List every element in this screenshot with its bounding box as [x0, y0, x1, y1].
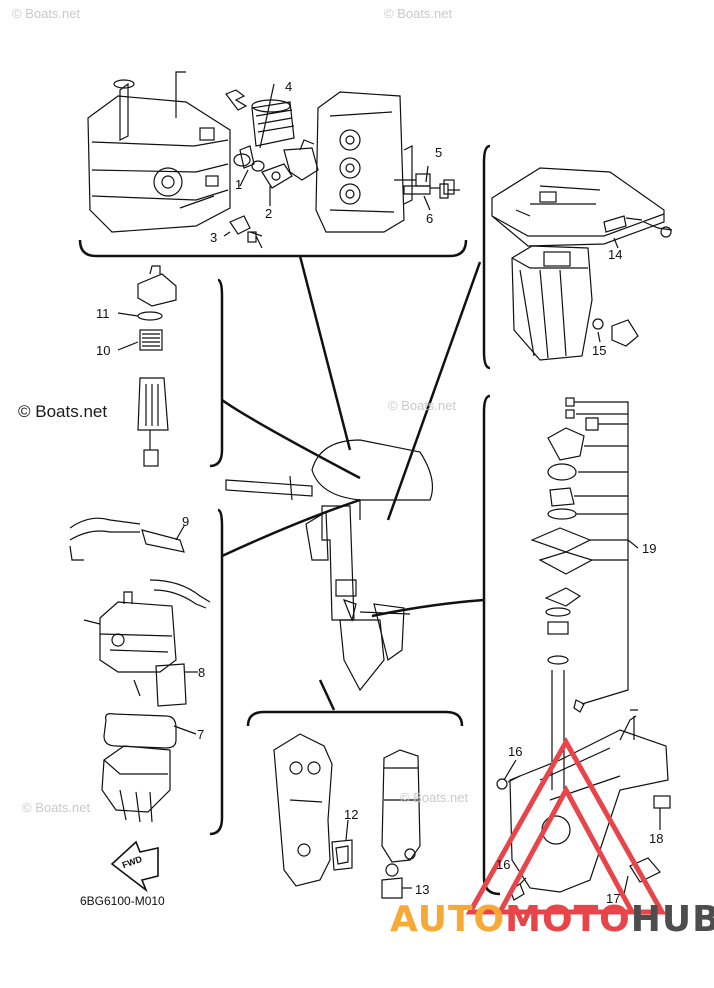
watermark-faint-4: © Boats.net: [22, 800, 91, 815]
brand-part-auto: AUTO: [390, 899, 506, 940]
callout-9: 9: [182, 514, 190, 529]
trim-tab-part-17: [623, 857, 661, 895]
fuel-hoses: [69, 517, 211, 609]
clamp-bracket: [381, 749, 421, 863]
callout-17: 17: [606, 891, 621, 906]
watermark-faint-5: © Boats.net: [400, 790, 469, 805]
leader-bottom: [318, 679, 336, 711]
right-top-bracket: [482, 144, 491, 370]
bushing-part-12: [331, 839, 353, 871]
drain-plug-15: [592, 318, 639, 347]
callout-16-upper: 16: [508, 744, 523, 759]
watermark-faint-2: © Boats.net: [384, 6, 453, 21]
fuel-filter-cap: [137, 265, 177, 307]
watermark-faint-3: © Boats.net: [388, 398, 457, 413]
watermark-faint-1: © Boats.net: [12, 6, 81, 21]
leader-left-low: [221, 498, 361, 558]
thermostat-cover: [283, 139, 319, 181]
gasket-part-7: [103, 713, 177, 749]
powerhead-block: [87, 71, 231, 233]
callout-13: 13: [415, 882, 430, 897]
callout-8: 8: [198, 665, 206, 680]
callout-11: 11: [96, 306, 110, 321]
gasket-part-2: [261, 163, 293, 189]
silencer-box: [101, 745, 171, 823]
cylinder-head: [315, 91, 413, 233]
brand-part-hub: HUB: [630, 899, 714, 940]
callout-2: 2: [265, 206, 273, 221]
filter-cup: [137, 377, 169, 467]
water-pump-stack: [530, 397, 599, 790]
filter-element-10: [139, 329, 163, 351]
mount-part-13: [381, 863, 403, 899]
anode-part-18: [653, 795, 671, 830]
spring-part: [225, 89, 248, 111]
left-mid-bracket: [209, 278, 224, 468]
carburetor: [83, 591, 177, 673]
callout-14: 14: [608, 247, 623, 262]
callout-15: 15: [592, 343, 607, 358]
brand-part-moto: MOTO: [505, 899, 631, 940]
outboard-motor-center: [225, 439, 433, 692]
bolt-part-16a: [496, 775, 521, 790]
callout-5: 5: [435, 145, 443, 160]
vent-hose-part-9: [141, 529, 185, 553]
part-19-leaders: [574, 401, 639, 705]
top-section-bracket: [78, 239, 468, 258]
callout-4: 4: [285, 79, 293, 94]
watermark-main: © Boats.net: [18, 402, 108, 421]
diagram-code: 6BG6100-M010: [80, 894, 165, 908]
automotohub-logo-icon: [465, 736, 667, 915]
callout-16-lower: 16: [496, 857, 511, 872]
gasket-part-8: [133, 663, 187, 707]
leader-left-mid: [221, 398, 361, 480]
callout-10: 10: [96, 343, 111, 358]
callout-3: 3: [210, 230, 218, 245]
brand-wordmark: AUTOMOTOHUB: [390, 902, 714, 938]
bottom-cowling: [491, 167, 665, 247]
fwd-arrow-icon: [110, 840, 159, 893]
oil-pan-housing: [511, 245, 593, 361]
callout-1: 1: [235, 177, 243, 192]
leader-right-top: [386, 261, 482, 521]
o-ring-11: [137, 311, 163, 321]
leader-top: [298, 255, 352, 451]
hinge-part-14: [603, 215, 673, 238]
bolt-top-right: [443, 179, 455, 195]
thermostat-part-1: [233, 145, 265, 172]
callout-19: 19: [642, 541, 657, 556]
bottom-center-bracket: [246, 710, 464, 727]
callout-18: 18: [649, 831, 664, 846]
callout-6: 6: [426, 211, 434, 226]
swivel-bracket: [273, 733, 333, 887]
callout-7: 7: [197, 727, 205, 742]
left-low-bracket: [209, 508, 224, 836]
oil-filter: [251, 99, 295, 147]
callout-12: 12: [344, 807, 359, 822]
anode-part-3: [229, 215, 263, 249]
right-low-bracket: [482, 394, 501, 896]
